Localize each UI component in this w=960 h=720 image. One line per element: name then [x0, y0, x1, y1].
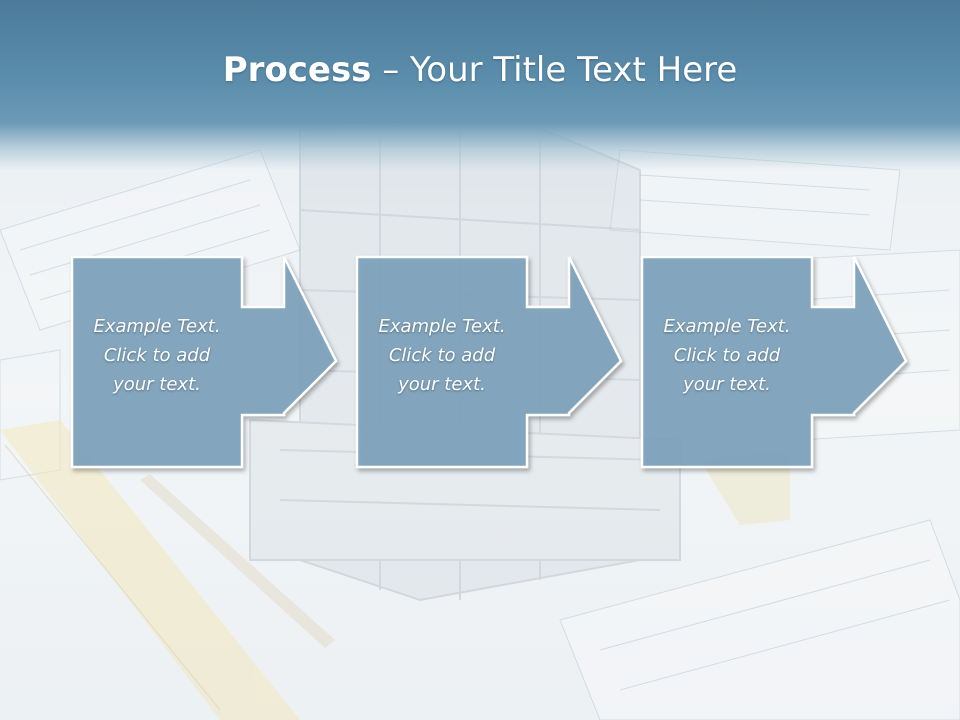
step-text[interactable]: Example Text. Click to add your text.: [72, 312, 242, 399]
callout-arrow-shape: [70, 255, 338, 469]
step-text-line: your text.: [683, 374, 771, 395]
step-text[interactable]: Example Text. Click to add your text.: [642, 312, 812, 399]
callout-arrow-shape: [640, 255, 908, 469]
step-text-line: your text.: [113, 374, 201, 395]
step-text-line: Click to add: [673, 345, 781, 366]
step-text-line: Example Text.: [378, 316, 506, 337]
title-bar: [0, 0, 960, 170]
slide-title[interactable]: Process – Your Title Text Here: [0, 50, 960, 90]
step-text[interactable]: Example Text. Click to add your text.: [357, 312, 527, 399]
callout-arrow-shape: [355, 255, 623, 469]
slide-title-bold: Process: [222, 50, 372, 90]
step-text-line: your text.: [398, 374, 486, 395]
step-text-line: Click to add: [388, 345, 496, 366]
step-text-line: Example Text.: [93, 316, 221, 337]
step-text-line: Click to add: [103, 345, 211, 366]
slide-title-rest: – Your Title Text Here: [371, 50, 738, 90]
step-text-line: Example Text.: [663, 316, 791, 337]
